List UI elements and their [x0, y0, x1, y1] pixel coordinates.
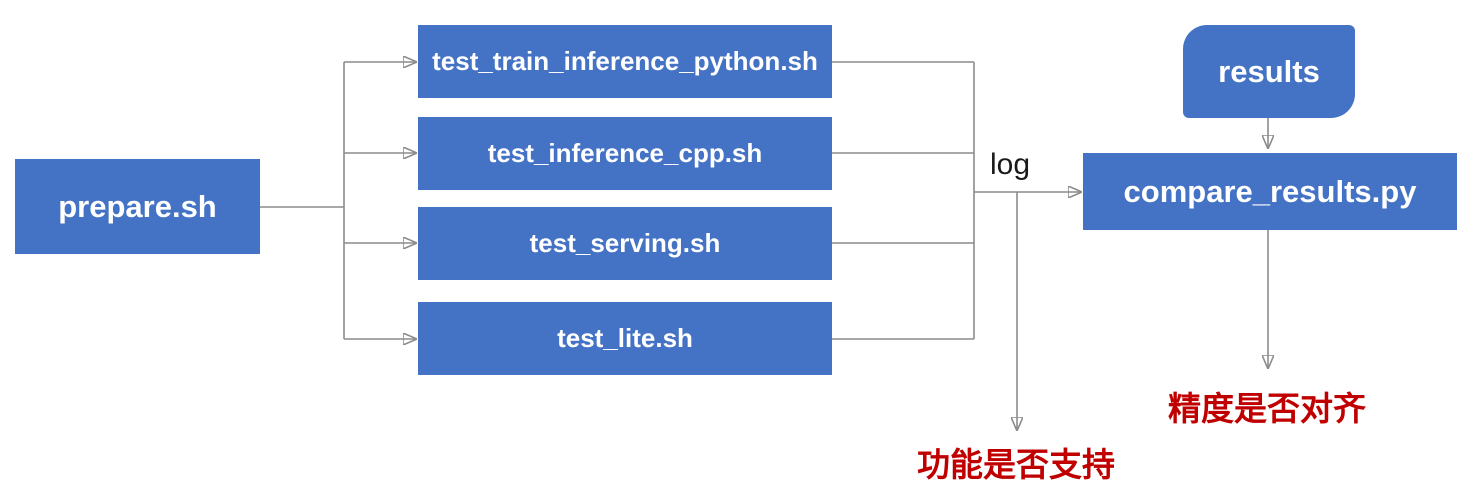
test-inference-cpp-label: test_inference_cpp.sh [487, 138, 763, 168]
compare-results-py-node: compare_results.py [1083, 153, 1457, 230]
test-lite-label: test_lite.sh [557, 323, 693, 353]
outcome-precision-aligned: 精度是否对齐 [1168, 390, 1366, 427]
prepare-sh-label: prepare.sh [58, 188, 217, 224]
test-inference-cpp-node: test_inference_cpp.sh [418, 117, 832, 190]
outcome-function-support: 功能是否支持 [917, 446, 1115, 483]
test-serving-node: test_serving.sh [418, 207, 832, 280]
results-label: results [1218, 53, 1320, 89]
prepare-sh-node: prepare.sh [15, 159, 260, 254]
results-node: results [1183, 25, 1355, 118]
log-edge-label: log [990, 148, 1031, 181]
test-lite-node: test_lite.sh [418, 302, 832, 375]
test-train-inference-python-node: test_train_inference_python.sh [418, 25, 832, 98]
test-train-inference-python-label: test_train_inference_python.sh [432, 46, 818, 76]
test-serving-label: test_serving.sh [529, 228, 721, 258]
compare-results-py-label: compare_results.py [1123, 173, 1417, 209]
